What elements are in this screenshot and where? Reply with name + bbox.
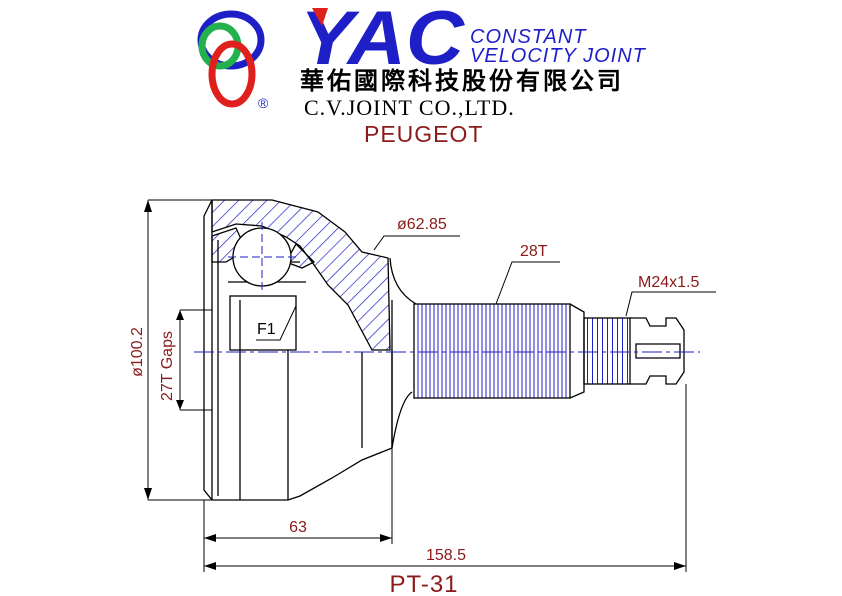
dim-gaps: 27T Gaps — [159, 331, 176, 401]
company-name-english: C.V.JOINT CO.,LTD. — [304, 95, 515, 120]
dimension-arrows — [144, 200, 686, 570]
logo-rings-icon — [197, 10, 265, 108]
dim-thread: M24x1.5 — [638, 274, 699, 291]
registered-mark: ® — [258, 95, 269, 111]
vehicle-brand: PEUGEOT — [364, 121, 484, 147]
dim-outer-diameter: ø62.85 — [397, 216, 447, 233]
dim-flange-label: F1 — [257, 321, 276, 338]
logo-wordmark-text: YAC — [300, 4, 465, 68]
dimension-lines — [147, 199, 716, 572]
shaft-spline-section — [413, 303, 685, 399]
dim-body-diameter: ø100.2 — [129, 327, 146, 377]
tagline-line1: CONSTANT — [470, 26, 587, 48]
dim-length-total: 158.5 — [426, 547, 466, 564]
tagline-line2: VELOCITY JOINT — [470, 45, 646, 67]
dim-spline: 28T — [520, 243, 548, 260]
logo-wordmark: YAC — [300, 4, 465, 68]
dim-length-inner: 63 — [289, 519, 307, 536]
part-number: PT-31 — [389, 571, 458, 596]
company-name-chinese: 華佑國際科技股份有限公司 — [300, 67, 624, 95]
